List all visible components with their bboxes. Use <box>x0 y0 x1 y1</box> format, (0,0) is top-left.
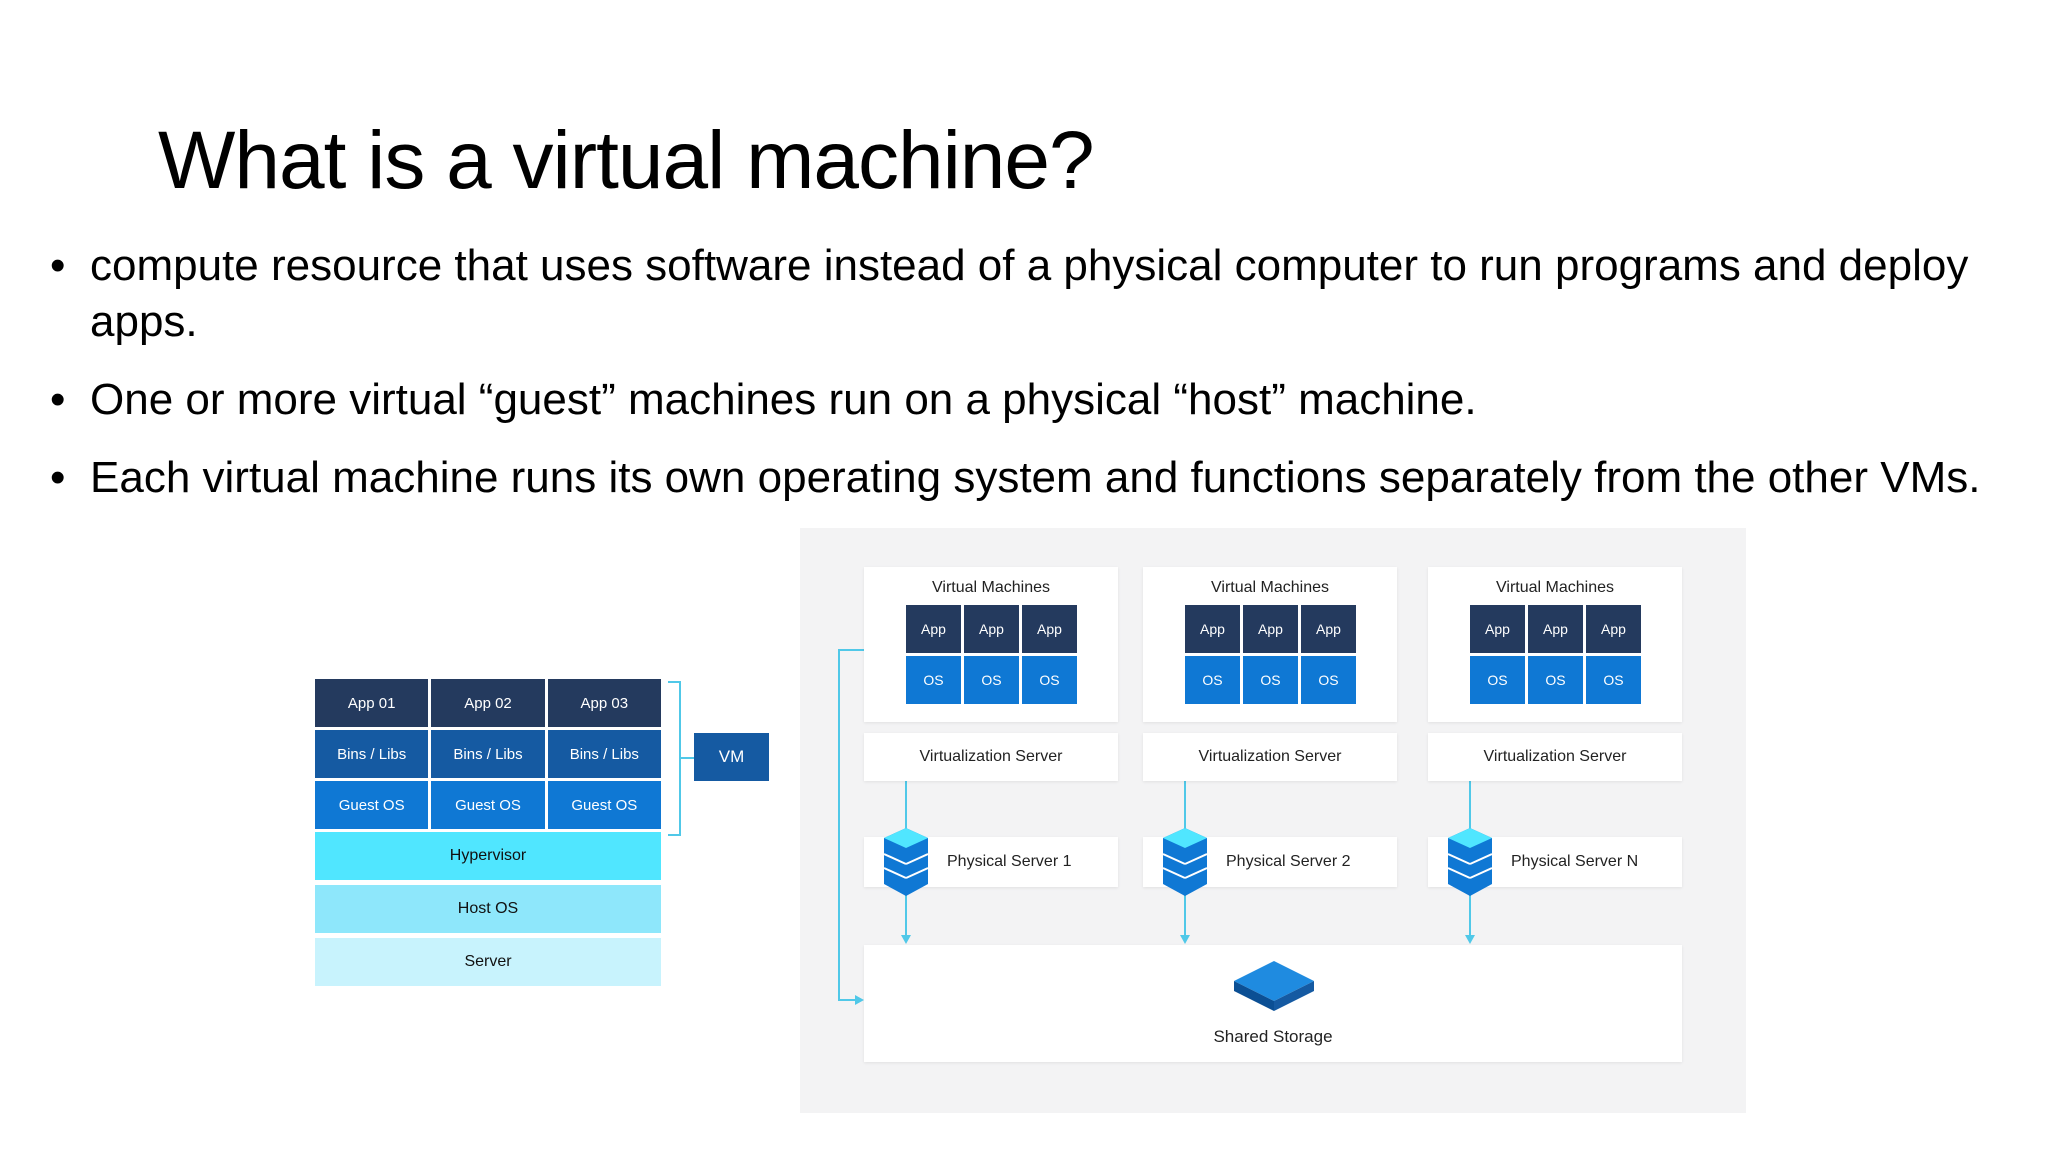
shared-storage-card: Shared Storage <box>864 945 1682 1062</box>
guest-os-cell: Guest OS <box>431 781 545 829</box>
vm-bracket <box>668 681 694 836</box>
app-cell: App 02 <box>431 679 545 727</box>
app-cell: App 03 <box>547 679 661 727</box>
vm-card-title: Virtual Machines <box>932 579 1050 596</box>
bullet-text: compute resource that uses software inst… <box>90 241 1969 346</box>
vm-card: Virtual Machines App App App OS OS OS <box>1428 567 1682 722</box>
bullet-dot: • <box>50 453 66 502</box>
physical-server-label: Physical Server 1 <box>947 853 1072 870</box>
bullet-text: One or more virtual “guest” machines run… <box>90 375 1477 424</box>
bullet-item: • compute resource that uses software in… <box>50 238 2010 350</box>
app-block: App <box>1586 605 1641 653</box>
server-layer: Server <box>315 938 661 986</box>
app-block: App <box>964 605 1019 653</box>
bullet-item: • One or more virtual “guest” machines r… <box>50 372 2010 428</box>
os-block: OS <box>906 656 961 704</box>
vm-label-box: VM <box>694 733 769 781</box>
shared-storage-label: Shared Storage <box>1213 1027 1333 1046</box>
virtualization-server-card: Virtualization Server <box>864 733 1118 781</box>
bullet-list: • compute resource that uses software in… <box>50 238 2010 528</box>
server-stack-icon <box>1163 828 1207 896</box>
app-block: App <box>906 605 961 653</box>
vm-card-title: Virtual Machines <box>1211 579 1329 596</box>
os-block: OS <box>1185 656 1240 704</box>
app-block: App <box>1022 605 1077 653</box>
vm-grid: App App App OS OS OS <box>906 605 1077 704</box>
vm-card-title: Virtual Machines <box>1496 579 1614 596</box>
virtualization-server-card: Virtualization Server <box>1143 733 1397 781</box>
bullet-text: Each virtual machine runs its own operat… <box>90 453 1981 502</box>
os-block: OS <box>964 656 1019 704</box>
vm-card: Virtual Machines App App App OS OS OS <box>864 567 1118 722</box>
hypervisor-layer: Hypervisor <box>315 832 661 880</box>
host-os-layer: Host OS <box>315 885 661 933</box>
os-block: OS <box>1301 656 1356 704</box>
bins-cell: Bins / Libs <box>315 730 429 778</box>
app-block: App <box>1185 605 1240 653</box>
app-block: App <box>1243 605 1298 653</box>
slide-title: What is a virtual machine? <box>158 115 1095 206</box>
os-block: OS <box>1528 656 1583 704</box>
virtualization-server-card: Virtualization Server <box>1428 733 1682 781</box>
guest-os-row: Guest OS Guest OS Guest OS <box>315 781 661 829</box>
app-block: App <box>1528 605 1583 653</box>
bins-cell: Bins / Libs <box>431 730 545 778</box>
vm-stack-diagram: App 01 App 02 App 03 Bins / Libs Bins / … <box>315 679 661 991</box>
guest-os-cell: Guest OS <box>547 781 661 829</box>
os-block: OS <box>1022 656 1077 704</box>
vm-grid: App App App OS OS OS <box>1185 605 1356 704</box>
physical-server-label: Physical Server 2 <box>1226 853 1351 870</box>
physical-server-label: Physical Server N <box>1511 853 1639 870</box>
app-block: App <box>1470 605 1525 653</box>
cluster-diagram: Virtual Machines App App App OS OS OS Vi… <box>800 528 1746 1113</box>
bullet-dot: • <box>50 375 66 424</box>
server-stack-icon <box>1448 828 1492 896</box>
server-stack-icon <box>884 828 928 896</box>
app-row: App 01 App 02 App 03 <box>315 679 661 727</box>
bullet-item: • Each virtual machine runs its own oper… <box>50 450 2010 506</box>
os-block: OS <box>1586 656 1641 704</box>
guest-os-cell: Guest OS <box>315 781 429 829</box>
app-cell: App 01 <box>315 679 429 727</box>
bullet-dot: • <box>50 241 66 290</box>
vm-card: Virtual Machines App App App OS OS OS <box>1143 567 1397 722</box>
bins-row: Bins / Libs Bins / Libs Bins / Libs <box>315 730 661 778</box>
os-block: OS <box>1243 656 1298 704</box>
storage-disk-icon <box>1234 961 1314 1011</box>
bins-cell: Bins / Libs <box>547 730 661 778</box>
vm-grid: App App App OS OS OS <box>1470 605 1641 704</box>
os-block: OS <box>1470 656 1525 704</box>
app-block: App <box>1301 605 1356 653</box>
